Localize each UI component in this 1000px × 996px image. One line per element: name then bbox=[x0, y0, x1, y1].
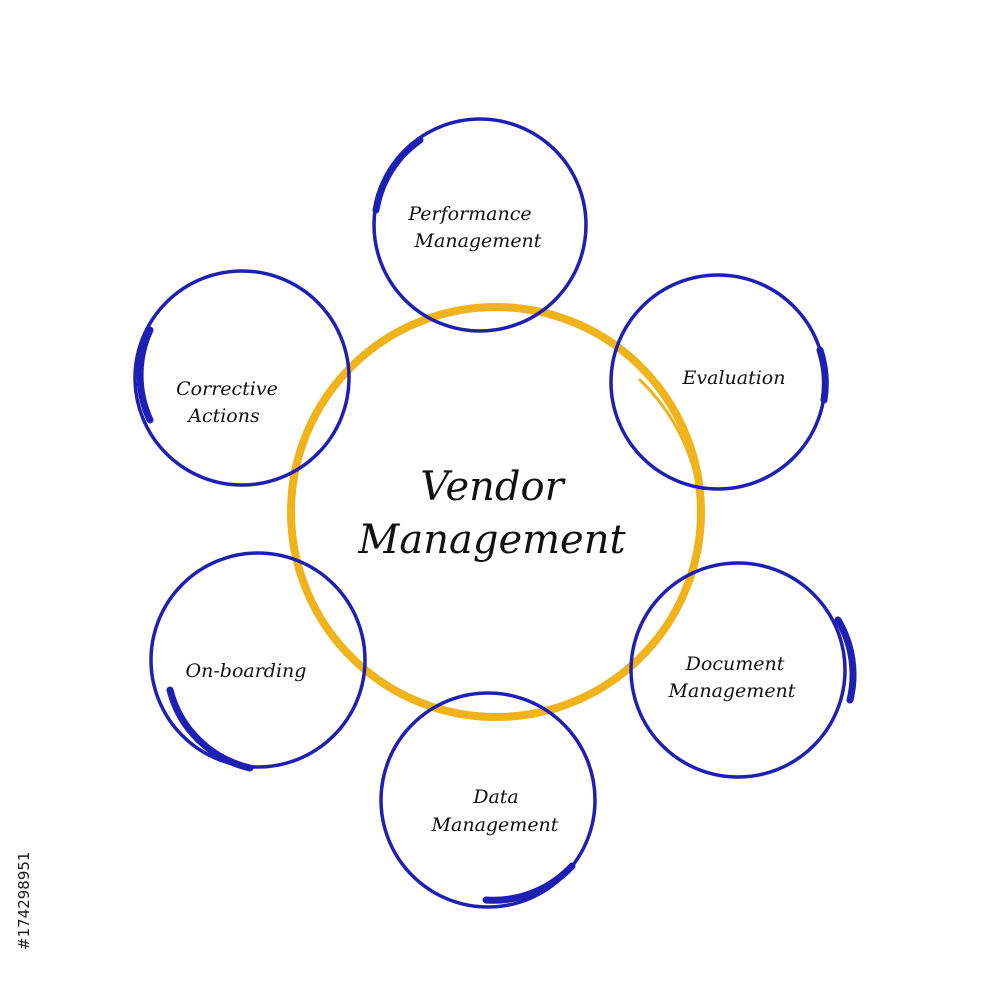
node-document-management: Document Management bbox=[629, 561, 857, 779]
stock-watermark-id: #174298951 bbox=[15, 852, 33, 950]
node-corrective-ring bbox=[133, 269, 351, 487]
node-corrective-label-line1: Corrective bbox=[176, 378, 278, 400]
node-performance-ring bbox=[372, 117, 588, 333]
node-performance-management: Performance Management bbox=[372, 117, 588, 333]
hub-ring bbox=[287, 303, 705, 721]
hub-ring-overlap bbox=[638, 378, 702, 502]
node-performance-brush bbox=[372, 136, 424, 214]
node-evaluation: Evaluation bbox=[609, 273, 829, 491]
hub-title-line2: Management bbox=[357, 517, 626, 563]
node-onboarding-label: On-boarding bbox=[186, 660, 307, 682]
node-onboarding-ring bbox=[149, 551, 367, 769]
node-corrective-label-line2: Actions bbox=[186, 405, 260, 427]
node-data-ring bbox=[379, 691, 597, 909]
node-performance-label-line1: Performance bbox=[407, 203, 531, 225]
node-data-label-line2: Management bbox=[431, 814, 559, 836]
node-document-brush bbox=[834, 616, 857, 704]
node-onboarding: On-boarding bbox=[149, 551, 367, 772]
node-data-brush bbox=[482, 862, 576, 904]
node-corrective-actions: Corrective Actions bbox=[133, 269, 351, 487]
node-evaluation-label: Evaluation bbox=[682, 367, 786, 389]
node-document-label-line2: Management bbox=[668, 680, 796, 702]
node-data-label-line1: Data bbox=[472, 786, 519, 808]
node-document-ring bbox=[629, 561, 847, 779]
node-onboarding-brush bbox=[166, 686, 254, 772]
node-evaluation-brush bbox=[816, 346, 829, 404]
node-corrective-brush bbox=[136, 326, 154, 424]
node-data-management: Data Management bbox=[379, 691, 597, 909]
hub: Vendor Management bbox=[287, 303, 705, 721]
node-document-label-line1: Document bbox=[685, 653, 785, 675]
hub-title-line1: Vendor bbox=[420, 464, 566, 510]
node-performance-label-line2: Management bbox=[414, 230, 542, 252]
